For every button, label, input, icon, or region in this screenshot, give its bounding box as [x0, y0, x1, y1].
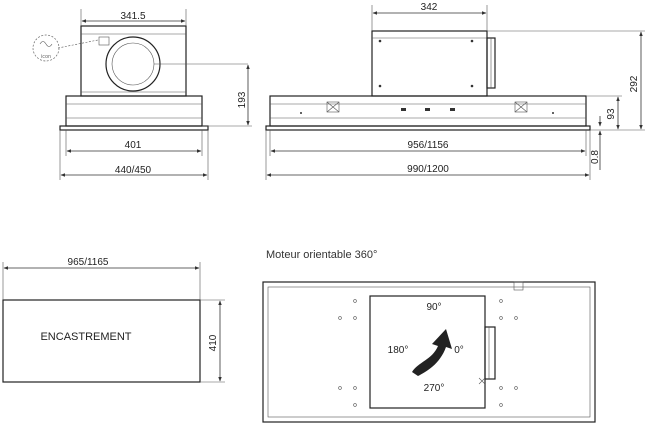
- dim-side-inner: 401: [125, 140, 142, 151]
- front-hood-glass: [265, 125, 591, 131]
- dim-cutout-width: 965/1165: [68, 257, 109, 268]
- top-outer-frame: [262, 281, 596, 423]
- top-view-title: Moteur orientable 360°: [266, 249, 377, 261]
- cutout-view: ENCASTREMENT 965/1165 410: [2, 257, 225, 383]
- side-hood-body: [65, 95, 203, 127]
- rotation-arrow-icon: [412, 329, 452, 376]
- dim-side-outer: 440/450: [115, 165, 152, 176]
- cutout-rectangle: [2, 299, 201, 383]
- dim-front-body-height: 93: [606, 108, 617, 120]
- dim-side-top: 341.5: [120, 11, 145, 22]
- top-inner-frame: [267, 286, 591, 418]
- side-view: icon 341.5 193 401 440/450: [32, 9, 252, 180]
- angle-90-label: 90°: [426, 302, 441, 313]
- dim-front-motor-width: 342: [421, 2, 438, 13]
- fan-outer-circle: [105, 36, 161, 92]
- stamp-text: icon: [41, 54, 51, 60]
- front-view: 342 292 93 0.8 956/1156 990/1200: [265, 2, 645, 180]
- warning-stamp-icon: icon: [32, 34, 99, 62]
- side-hood-glass: [59, 125, 209, 131]
- dim-front-inner-width: 956/1156: [408, 140, 449, 151]
- top-motor-outlet: [484, 326, 496, 380]
- dim-side-height: 193: [237, 91, 248, 108]
- dim-front-total-height: 292: [629, 75, 640, 92]
- fan-inner-circle: [111, 42, 155, 86]
- cutout-label: ENCASTREMENT: [40, 331, 131, 343]
- angle-270-label: 270°: [424, 383, 445, 394]
- front-motor-box: [371, 30, 488, 97]
- angle-0-label: 0°: [454, 345, 464, 356]
- angle-180-label: 180°: [388, 345, 409, 356]
- top-view: Moteur orientable 360° 90° 180° 0° 270°: [262, 249, 596, 423]
- dim-front-outer-width: 990/1200: [407, 164, 449, 175]
- dim-cutout-depth: 410: [208, 334, 219, 351]
- dim-front-glass: 0.8: [590, 150, 601, 164]
